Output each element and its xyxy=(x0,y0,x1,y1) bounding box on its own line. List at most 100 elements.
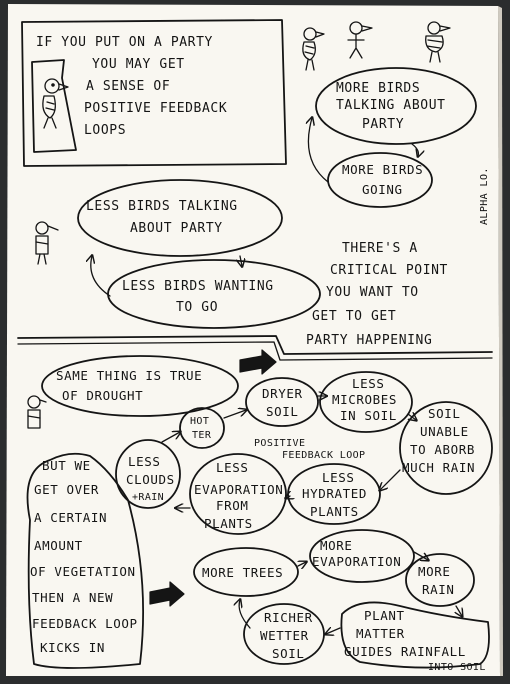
clouds-line-1: LESS xyxy=(128,454,161,469)
arrow-clouds-to-hotter xyxy=(161,432,180,443)
microbes-line-1: LESS xyxy=(352,376,385,391)
more-trees-bubble xyxy=(193,547,299,597)
more-birds-talking-bubble xyxy=(315,67,477,145)
dryer-soil-line-1: DRYER xyxy=(262,386,303,401)
critical-line-5: PARTY HAPPENING xyxy=(306,333,432,348)
less-wanting-line-2: TO GO xyxy=(176,300,218,315)
plant-matter-line-1: PLANT xyxy=(364,608,405,623)
critical-line-1: THERE'S A xyxy=(342,241,418,256)
microbes-line-2: MICROBES xyxy=(332,392,397,407)
vegetation-line-3: A CERTAIN xyxy=(34,510,107,525)
hydrated-line-1: LESS xyxy=(322,470,355,485)
less-microbes-bubble xyxy=(319,371,413,433)
more-rain-line-1: MORE xyxy=(418,564,451,579)
vegetation-bubble xyxy=(26,452,145,669)
plant-matter-line-4: INTO SOIL xyxy=(428,662,486,673)
arrow-hydrated-to-evaporation xyxy=(286,496,290,498)
vegetation-line-5: OF VEGETATION xyxy=(30,564,136,579)
more-evaporation-line-1: MORE xyxy=(320,538,353,553)
intro-line-3: A SENSE OF xyxy=(86,79,170,94)
less-talking-line-1: LESS BIRDS TALKING xyxy=(86,199,238,214)
arrow-microbes-to-unable xyxy=(407,414,416,420)
plant-matter-line-3: GUIDES RAINFALL xyxy=(344,644,466,659)
more-trees-label: MORE TREES xyxy=(202,565,283,580)
hydrated-line-3: PLANTS xyxy=(310,504,359,519)
evaporation-line-2: EVAPORATION xyxy=(194,482,283,497)
vegetation-line-8: KICKS IN xyxy=(40,640,105,655)
vegetation-line-7: FEEDBACK LOOP xyxy=(32,616,138,631)
soil-unable-line-4: MUCH RAIN xyxy=(402,460,475,475)
plant-matter-line-2: MATTER xyxy=(356,626,405,641)
positive-label-line-1: POSITIVE xyxy=(254,438,305,449)
less-wanting-line-1: LESS BIRDS WANTING xyxy=(122,279,274,294)
more-evaporation-line-2: EVAPORATION xyxy=(312,554,401,569)
intro-inner-box xyxy=(31,59,77,153)
arrow-plant-matter-to-soil xyxy=(326,628,341,634)
same-thing-bubble xyxy=(41,355,239,417)
middle-loop-arrow-down xyxy=(240,255,242,266)
richer-soil-line-3: SOIL xyxy=(272,646,305,661)
arrow-rain-to-plant-matter xyxy=(456,605,462,616)
paper-shadow-edge xyxy=(498,6,503,676)
section-divider-2 xyxy=(17,341,493,361)
more-birds-going-bubble xyxy=(327,152,433,208)
arrow-hotter-to-dryer xyxy=(223,410,246,419)
same-thing-line-2: OF DROUGHT xyxy=(62,388,143,403)
intro-line-1: IF YOU PUT ON A PARTY xyxy=(36,35,213,50)
more-rain-bubble xyxy=(405,553,475,607)
more-talking-line-3: PARTY xyxy=(362,117,404,132)
section-divider xyxy=(17,335,493,355)
bird-icon-top-3 xyxy=(425,21,451,63)
evaporation-line-1: LESS xyxy=(216,460,249,475)
less-birds-talking-bubble xyxy=(77,179,283,257)
signature: ALPHA LO. xyxy=(479,167,490,225)
bird-icon-drought xyxy=(27,395,47,429)
bold-arrow-right-2 xyxy=(149,581,185,607)
positive-label-line-2: FEEDBACK LOOP xyxy=(282,450,365,461)
arrow-unable-to-hydrated xyxy=(380,469,401,490)
dryer-soil-line-2: SOIL xyxy=(266,404,299,419)
hotter-bubble xyxy=(179,407,225,449)
intro-line-4: POSITIVE FEEDBACK xyxy=(84,101,227,116)
bird-icon xyxy=(42,78,69,129)
bird-icon-middle xyxy=(35,221,59,265)
intro-line-5: LOOPS xyxy=(84,123,126,138)
microbes-line-3: IN SOIL xyxy=(340,408,397,423)
richer-soil-line-1: RICHER xyxy=(264,610,313,625)
middle-loop-arrow-up xyxy=(91,256,111,297)
vegetation-line-6: THEN A NEW xyxy=(32,590,113,605)
top-loop-arrow-up xyxy=(308,118,329,183)
top-loop-arrow-down xyxy=(411,143,418,156)
same-thing-line-1: SAME THING IS TRUE xyxy=(56,368,202,383)
soil-unable-line-2: UNABLE xyxy=(420,424,469,439)
arrow-evaporation-to-rain xyxy=(413,551,428,560)
more-going-line-1: MORE BIRDS xyxy=(342,162,423,177)
clouds-line-3: +RAIN xyxy=(132,492,164,503)
more-evaporation-bubble xyxy=(309,529,415,583)
vegetation-line-1: BUT WE xyxy=(42,458,91,473)
critical-line-2: CRITICAL POINT xyxy=(330,263,448,278)
soil-unable-line-3: TO ABORB xyxy=(410,442,475,457)
bold-arrow-right-1 xyxy=(239,349,277,375)
hotter-line-2: TER xyxy=(192,430,212,441)
more-rain-line-2: RAIN xyxy=(422,582,455,597)
critical-line-4: GET TO GET xyxy=(312,309,396,324)
clouds-line-2: CLOUDS xyxy=(126,472,175,487)
more-going-line-2: GOING xyxy=(362,182,403,197)
arrow-soil-to-trees xyxy=(239,600,251,629)
more-talking-line-2: TALKING ABOUT xyxy=(336,98,446,113)
evaporation-line-3: FROM xyxy=(216,498,249,513)
evaporation-line-4: PLANTS xyxy=(204,516,253,531)
intro-line-2: YOU MAY GET xyxy=(92,57,185,72)
less-talking-line-2: ABOUT PARTY xyxy=(130,221,223,236)
plant-matter-bubble xyxy=(340,601,490,669)
bird-icon-top-2 xyxy=(347,21,373,59)
more-talking-line-1: MORE BIRDS xyxy=(336,81,420,96)
hydrated-line-2: HYDRATED xyxy=(302,486,367,501)
vegetation-line-2: GET OVER xyxy=(34,482,99,497)
intro-box xyxy=(21,19,287,167)
richer-soil-line-2: WETTER xyxy=(260,628,309,643)
less-clouds-bubble xyxy=(115,439,181,509)
